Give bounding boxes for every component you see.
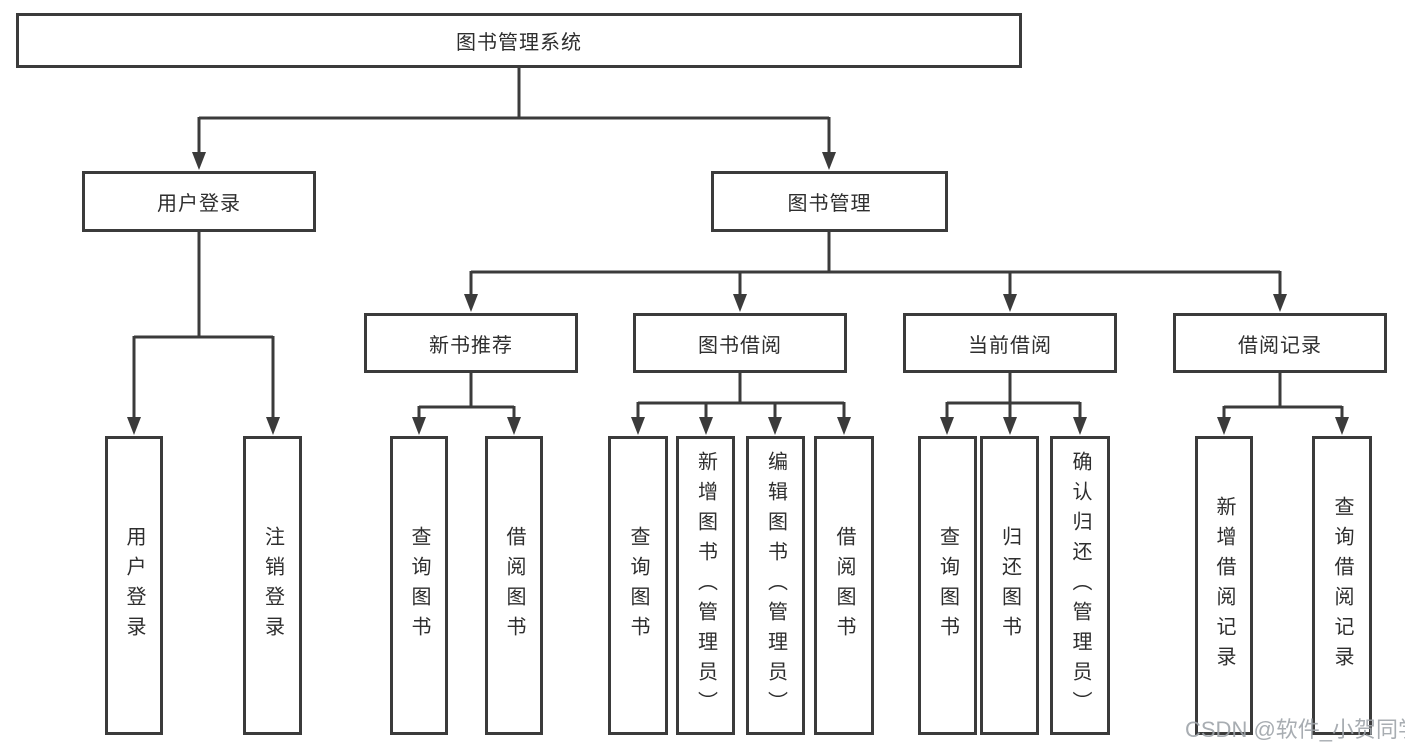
leaf-borrow-query-book-label: 查询图书	[627, 525, 649, 646]
leaf-confirm-return-admin: 确认归还（管理员）	[1050, 436, 1110, 735]
node-new-book-recommend: 新书推荐	[364, 313, 578, 373]
leaf-return-book-label: 归还图书	[998, 525, 1021, 646]
node-root-system-label: 图书管理系统	[456, 32, 582, 54]
node-book-borrow: 图书借阅	[633, 313, 847, 373]
leaf-query-borrow-record-label: 查询借阅记录	[1331, 495, 1353, 676]
leaf-query-borrow-record: 查询借阅记录	[1312, 436, 1372, 735]
leaf-recommend-query-book-label: 查询图书	[408, 525, 430, 646]
leaf-recommend-borrow-book: 借阅图书	[485, 436, 543, 735]
node-current-borrow: 当前借阅	[903, 313, 1117, 373]
leaf-recommend-query-book: 查询图书	[390, 436, 448, 735]
node-new-book-recommend-label: 新书推荐	[429, 334, 513, 357]
leaf-current-query-book-label: 查询图书	[936, 525, 959, 646]
leaf-add-book-admin: 新增图书（管理员）	[676, 436, 735, 735]
leaf-user-login: 用户登录	[105, 436, 163, 735]
node-book-borrow-label: 图书借阅	[698, 334, 782, 357]
leaf-borrow-book-label: 借阅图书	[833, 525, 855, 646]
node-book-management-label: 图书管理	[787, 193, 872, 215]
leaf-borrow-book: 借阅图书	[814, 436, 874, 735]
leaf-logout: 注销登录	[243, 436, 302, 735]
leaf-return-book: 归还图书	[980, 436, 1039, 735]
leaf-recommend-borrow-book-label: 借阅图书	[503, 525, 525, 646]
leaf-logout-label: 注销登录	[261, 525, 284, 646]
node-borrow-records-label: 借阅记录	[1238, 334, 1322, 357]
node-user-login-label: 用户登录	[157, 193, 241, 215]
leaf-add-book-admin-label: 新增图书（管理员）	[694, 450, 717, 721]
leaf-user-login-label: 用户登录	[123, 525, 145, 646]
leaf-edit-book-admin: 编辑图书（管理员）	[746, 436, 805, 735]
node-borrow-records: 借阅记录	[1173, 313, 1387, 373]
node-current-borrow-label: 当前借阅	[968, 334, 1052, 357]
leaf-add-borrow-record-label: 新增借阅记录	[1213, 495, 1235, 676]
leaf-edit-book-admin-label: 编辑图书（管理员）	[764, 450, 787, 721]
leaf-current-query-book: 查询图书	[918, 436, 977, 735]
leaf-add-borrow-record: 新增借阅记录	[1195, 436, 1253, 735]
leaf-confirm-return-admin-label: 确认归还（管理员）	[1069, 450, 1091, 721]
node-user-login: 用户登录	[82, 171, 316, 232]
node-book-management: 图书管理	[711, 171, 948, 232]
node-root-system: 图书管理系统	[16, 13, 1022, 68]
csdn-watermark: CSDN @软件_小贺同学	[1185, 717, 1405, 742]
leaf-borrow-query-book: 查询图书	[608, 436, 668, 735]
